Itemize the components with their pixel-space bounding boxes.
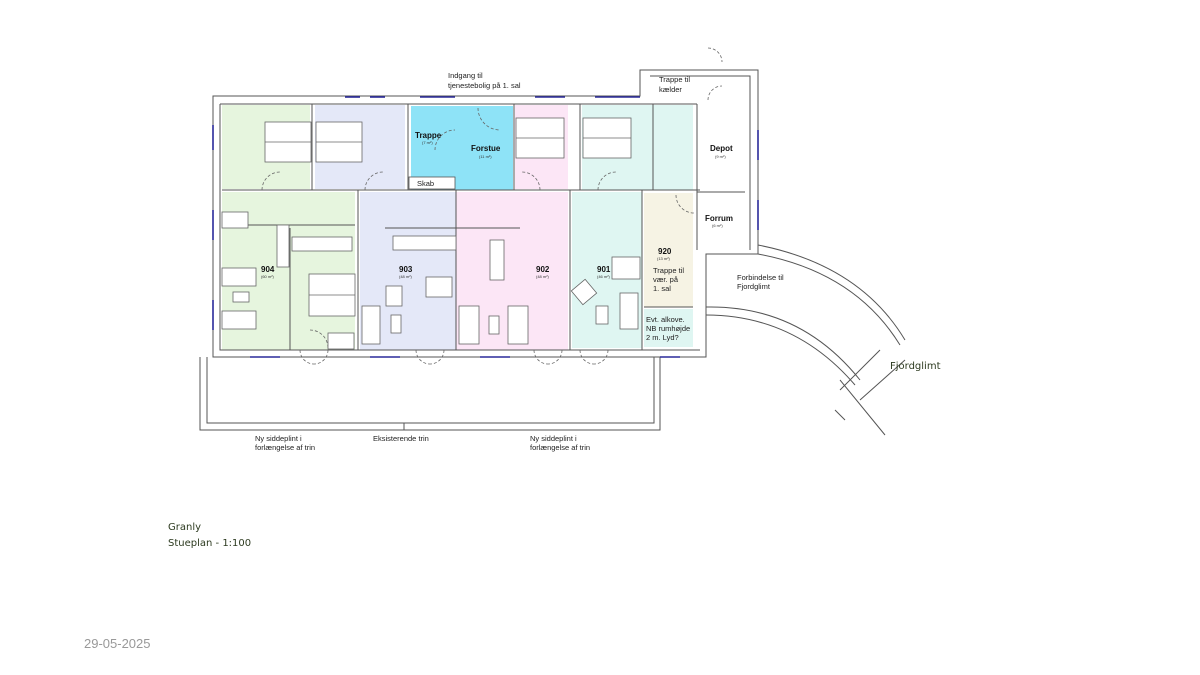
plinth-left-note: Ny siddeplint i [255,434,302,443]
plinth-right-note: Ny siddeplint i [530,434,577,443]
connection-walkway [705,244,906,436]
unit-902-number: 902 [536,265,550,274]
unit-901-area: (46 m²) [597,274,611,279]
forstue-label: Forstue [471,144,501,153]
alcove-note: NB rumhøjde [646,324,690,333]
steps-note: Eksisterende trin [373,434,429,443]
stair-920-label: 1. sal [653,284,671,293]
entrance-label: Indgang til [448,71,483,80]
unit-903-number: 903 [399,265,413,274]
unit-904-number: 904 [261,265,275,274]
unit-901-number: 901 [597,265,611,274]
unit-903-area: (48 m²) [399,274,413,279]
unit-902-area: (48 m²) [536,274,550,279]
alcove-note: Evt. alkove. [646,315,685,324]
plinth-right-note: forlængelse af trin [530,443,590,452]
date-stamp: 29-05-2025 [84,636,151,651]
depot-area: (9 m²) [715,154,726,159]
alcove-note: 2 m. Lyd? [646,333,679,342]
doors [261,47,723,365]
unit-920-area: (13 m²) [657,256,671,261]
forrum-area: (6 m²) [712,223,723,228]
forstue-area: (11 m²) [479,154,492,159]
fjordglimt-label: Fjordglimt [890,361,941,372]
entrance-label: tjenestebolig på 1. sal [448,81,521,90]
unit-920 [644,193,693,307]
skab-label: Skab [417,179,434,188]
plan-title: Stueplan - 1:100 [168,538,251,549]
furniture [221,117,641,350]
stair-basement-label: kælder [659,85,682,94]
unit-920-number: 920 [658,247,672,256]
forrum-label: Forrum [705,214,733,223]
stair-hall [411,106,513,190]
project-title: Granly [168,522,201,533]
room-fills [222,105,693,350]
stair-920-label: Trappe til [653,266,684,275]
alcove [644,309,693,347]
unit-904-area: (60 m²) [261,274,275,279]
connection-label: Fjordglimt [737,282,771,291]
stair-920-label: vær. på [653,275,679,284]
depot-label: Depot [710,144,733,153]
plinth-left-note: forlængelse af trin [255,443,315,452]
trappe-label: Trappe [415,131,442,140]
trappe-area: (7 m²) [422,140,433,145]
stair-basement-label: Trappe til [659,75,690,84]
connection-label: Forbindelse til [737,273,784,282]
